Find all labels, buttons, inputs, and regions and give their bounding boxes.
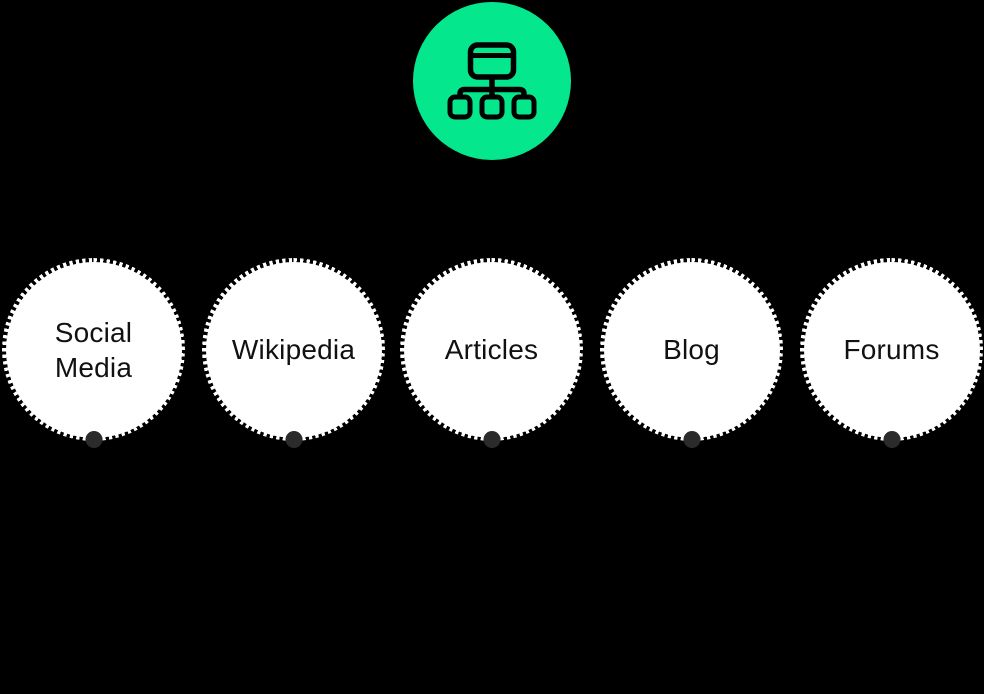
connector-dot[interactable]: [285, 431, 302, 448]
node-articles[interactable]: Articles: [400, 258, 583, 448]
node-label: Articles: [403, 261, 580, 438]
root-node[interactable]: [413, 2, 571, 160]
node-social-media[interactable]: Social Media: [2, 258, 185, 448]
node-wikipedia[interactable]: Wikipedia: [202, 258, 385, 448]
node-label: Social Media: [5, 261, 182, 438]
node-label: Forums: [803, 261, 980, 438]
connector-dot[interactable]: [483, 431, 500, 448]
node-blog[interactable]: Blog: [600, 258, 783, 448]
node-forums[interactable]: Forums: [800, 258, 983, 448]
node-label: Blog: [603, 261, 780, 438]
sitemap-icon: [446, 42, 538, 120]
connector-dot[interactable]: [85, 431, 102, 448]
connector-dot[interactable]: [683, 431, 700, 448]
node-label: Wikipedia: [205, 261, 382, 438]
connector-dot[interactable]: [883, 431, 900, 448]
